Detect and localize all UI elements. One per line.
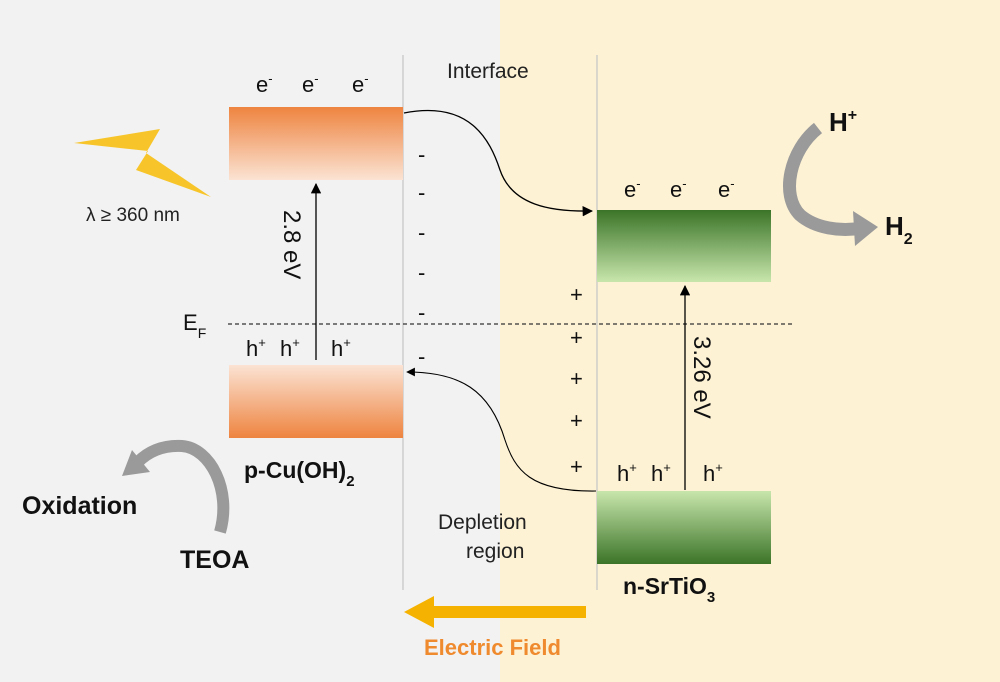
interface-label: Interface (447, 60, 529, 83)
proton-label: H+ (829, 107, 857, 137)
oxidation-curve-arrow-icon (133, 439, 230, 534)
positive-charges: + + + + + (570, 282, 583, 479)
p-electrons: e- e- e- (256, 71, 369, 97)
electron-label: e- (670, 176, 687, 202)
negative-charge: - (418, 260, 425, 285)
electric-field-arrowhead-icon (404, 596, 434, 628)
wavelength-label: λ ≥ 360 nm (86, 205, 180, 226)
depletion-region-label: Depletion (438, 511, 527, 534)
electron-label: e- (302, 71, 319, 97)
negative-charges: - - - - - - (418, 142, 425, 369)
positive-charge: + (570, 454, 583, 479)
n-electrons: e- e- e- (624, 176, 735, 202)
hole-label: h+ (651, 460, 671, 486)
p-material-label: p-Cu(OH)2 (244, 457, 355, 490)
n-side-background (500, 0, 1000, 682)
n-valence-band (597, 491, 771, 564)
reduction-curve-arrow-icon (783, 122, 864, 236)
negative-charge: - (418, 344, 425, 369)
electron-label: e- (352, 71, 369, 97)
electron-label: e- (624, 176, 641, 202)
hole-label: h+ (703, 460, 723, 486)
hole-label: h+ (331, 335, 351, 361)
hydrogen-label: H2 (885, 211, 913, 248)
depletion-region-label: region (466, 540, 524, 563)
reduction-arrowhead-icon (853, 211, 878, 246)
p-bandgap-label: 2.8 eV (278, 210, 305, 279)
electron-label: e- (718, 176, 735, 202)
light-bolt-icon (74, 129, 211, 197)
p-valence-band (229, 365, 403, 438)
fermi-level-label: EF (183, 310, 206, 341)
negative-charge: - (418, 142, 425, 167)
p-holes: h+ h+ h+ (246, 335, 351, 361)
negative-charge: - (418, 180, 425, 205)
electric-field-label: Electric Field (424, 635, 561, 660)
electric-field-arrow-body (430, 606, 586, 618)
positive-charge: + (570, 282, 583, 307)
n-conduction-band (597, 210, 771, 282)
hole-transfer-arrow (406, 367, 597, 492)
oxidation-label: Oxidation (22, 492, 137, 520)
negative-charge: - (418, 220, 425, 245)
electron-label: e- (256, 71, 273, 97)
hole-label: h+ (617, 460, 637, 486)
n-material-label: n-SrTiO3 (623, 573, 715, 606)
negative-charge: - (418, 300, 425, 325)
oxidation-arrowhead-icon (122, 450, 150, 476)
n-holes: h+ h+ h+ (617, 460, 723, 486)
positive-charge: + (570, 366, 583, 391)
hole-label: h+ (246, 335, 266, 361)
electron-transfer-arrow (403, 109, 594, 217)
n-bandgap-label: 3.26 eV (688, 336, 715, 419)
positive-charge: + (570, 325, 583, 350)
p-conduction-band (229, 107, 403, 180)
teoa-label: TEOA (180, 546, 249, 574)
hole-label: h+ (280, 335, 300, 361)
positive-charge: + (570, 408, 583, 433)
